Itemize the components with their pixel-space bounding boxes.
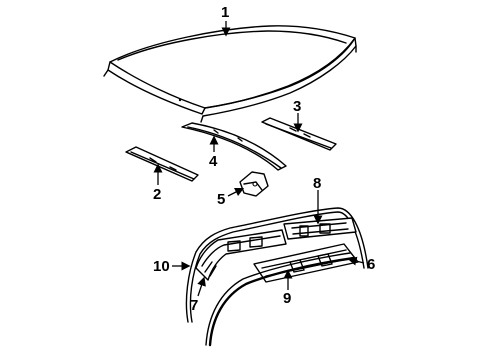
roof-bow — [181, 122, 287, 171]
callout-7: 7 — [190, 297, 198, 314]
leader-6 — [347, 256, 365, 266]
callout-4: 4 — [209, 153, 218, 170]
callout-5: 5 — [217, 191, 225, 208]
callout-2: 2 — [153, 186, 161, 203]
callout-10: 10 — [153, 258, 170, 275]
drip-molding — [205, 252, 356, 347]
leader-5 — [227, 187, 245, 197]
bracket — [239, 171, 269, 197]
callout-3: 3 — [293, 98, 301, 115]
front-roof-rail — [125, 146, 199, 182]
rear-roof-rail — [261, 117, 337, 151]
callout-9: 9 — [283, 290, 291, 307]
side-rail-inner — [283, 217, 357, 240]
leader-7 — [197, 276, 206, 297]
callout-6: 6 — [367, 256, 375, 273]
roof-panel — [103, 25, 357, 123]
callout-8: 8 — [313, 175, 321, 192]
callout-1: 1 — [221, 4, 229, 21]
side-rail-assembly — [195, 229, 287, 281]
